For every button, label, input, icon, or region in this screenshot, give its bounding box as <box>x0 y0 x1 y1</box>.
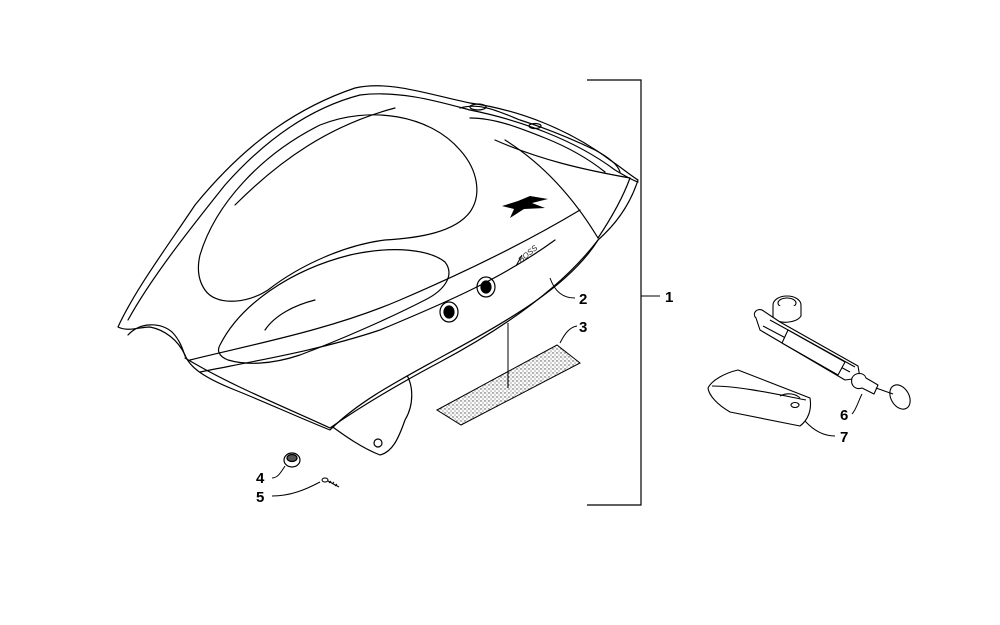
leader-7 <box>804 420 836 437</box>
callout-4: 4 <box>256 470 265 487</box>
leader-2 <box>549 277 576 299</box>
pouch-fold <box>779 393 801 399</box>
seat-side-seam-1 <box>189 209 581 361</box>
callout-2: 2 <box>579 291 587 308</box>
bracket-1 <box>587 79 642 506</box>
nut-top <box>286 453 298 463</box>
rear-bump-right <box>528 122 542 130</box>
seat-assembly <box>117 85 639 456</box>
callout-6: 6 <box>840 407 848 424</box>
screw-head <box>321 477 329 483</box>
seat-grommet-left <box>439 301 459 323</box>
seat-side-skirt <box>329 371 413 456</box>
callout-7: 7 <box>840 429 848 446</box>
pump-rod <box>875 387 894 395</box>
seat-rear-cap <box>597 177 631 239</box>
callout-5: 5 <box>256 489 264 506</box>
pouch-clasp <box>790 401 800 409</box>
pump-barrel <box>781 329 846 376</box>
leader-3 <box>559 325 578 344</box>
arctic-cat-logo-icon <box>502 196 548 218</box>
pouch-body <box>707 369 812 427</box>
seat-rear-cover-2 <box>469 117 606 173</box>
tool-pouch-part <box>707 369 812 427</box>
seat-front-notch <box>127 324 186 357</box>
seat-cushion-upper <box>197 114 478 302</box>
callout-3: 3 <box>579 319 587 336</box>
tire-pump-part <box>753 295 911 410</box>
nut-part <box>283 452 301 468</box>
seat-grommet-left-inner <box>443 305 455 319</box>
seat-logo-slash <box>515 254 523 267</box>
screw-part <box>321 477 340 488</box>
leader-5 <box>271 481 321 497</box>
rear-bump-left <box>469 103 487 111</box>
seat-body-outline <box>117 85 639 431</box>
skirt-hole <box>373 438 383 448</box>
seat-bottom-edge <box>184 239 599 429</box>
seat-grommet-right <box>476 276 496 298</box>
leader-4 <box>271 465 286 479</box>
seat-side-seam-4 <box>264 299 316 331</box>
seat-side-seam-2 <box>199 239 556 373</box>
seat-side-seam-3 <box>234 107 396 206</box>
callout-1: 1 <box>665 289 673 306</box>
pouch-flap <box>711 385 807 401</box>
seat-cushion-lower <box>217 249 450 364</box>
seat-top-piping <box>127 93 471 321</box>
pump-nozzle <box>851 372 879 395</box>
pump-knob <box>889 384 911 410</box>
seat-grommet-right-inner <box>480 280 492 294</box>
seat-rear-edge-inner <box>494 139 631 179</box>
screw-shank <box>327 480 340 488</box>
leader-6 <box>851 393 863 415</box>
seat-pad-part <box>436 323 581 426</box>
seat-rear-cover <box>459 105 621 173</box>
